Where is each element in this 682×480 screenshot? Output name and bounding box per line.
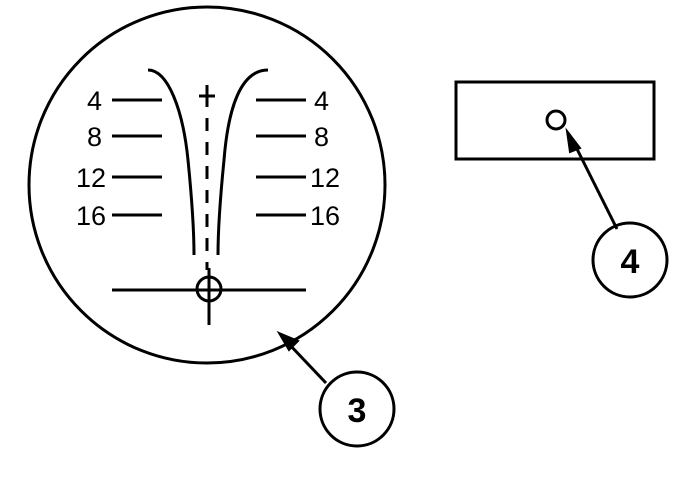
reticle-right-label-8: 8 bbox=[314, 122, 329, 152]
callout-3-number: 3 bbox=[348, 392, 367, 430]
callout-4-number: 4 bbox=[621, 243, 640, 281]
reticle-circle bbox=[27, 5, 387, 365]
reticle-left-curve bbox=[147, 68, 196, 256]
callout-3-circle bbox=[318, 370, 396, 448]
reticle-left-label-16: 16 bbox=[76, 201, 106, 231]
reticle-left-label-4: 4 bbox=[87, 86, 102, 116]
reticle-right-curve bbox=[216, 68, 269, 256]
reticle-left-label-8: 8 bbox=[87, 122, 102, 152]
callout-4-circle bbox=[591, 221, 669, 299]
reticle-right-label-12: 12 bbox=[310, 163, 340, 193]
callout-4-leader bbox=[572, 142, 619, 230]
callout-4-arrowhead bbox=[565, 127, 582, 154]
reticle-right-label-16: 16 bbox=[310, 201, 340, 231]
callout-3-leader bbox=[286, 341, 328, 385]
reticle-left-label-12: 12 bbox=[76, 163, 106, 193]
callout-3-arrowhead bbox=[276, 330, 300, 352]
reticle-right-label-4: 4 bbox=[314, 86, 329, 116]
indicator-window bbox=[454, 80, 656, 161]
indicator-dot bbox=[545, 109, 567, 131]
